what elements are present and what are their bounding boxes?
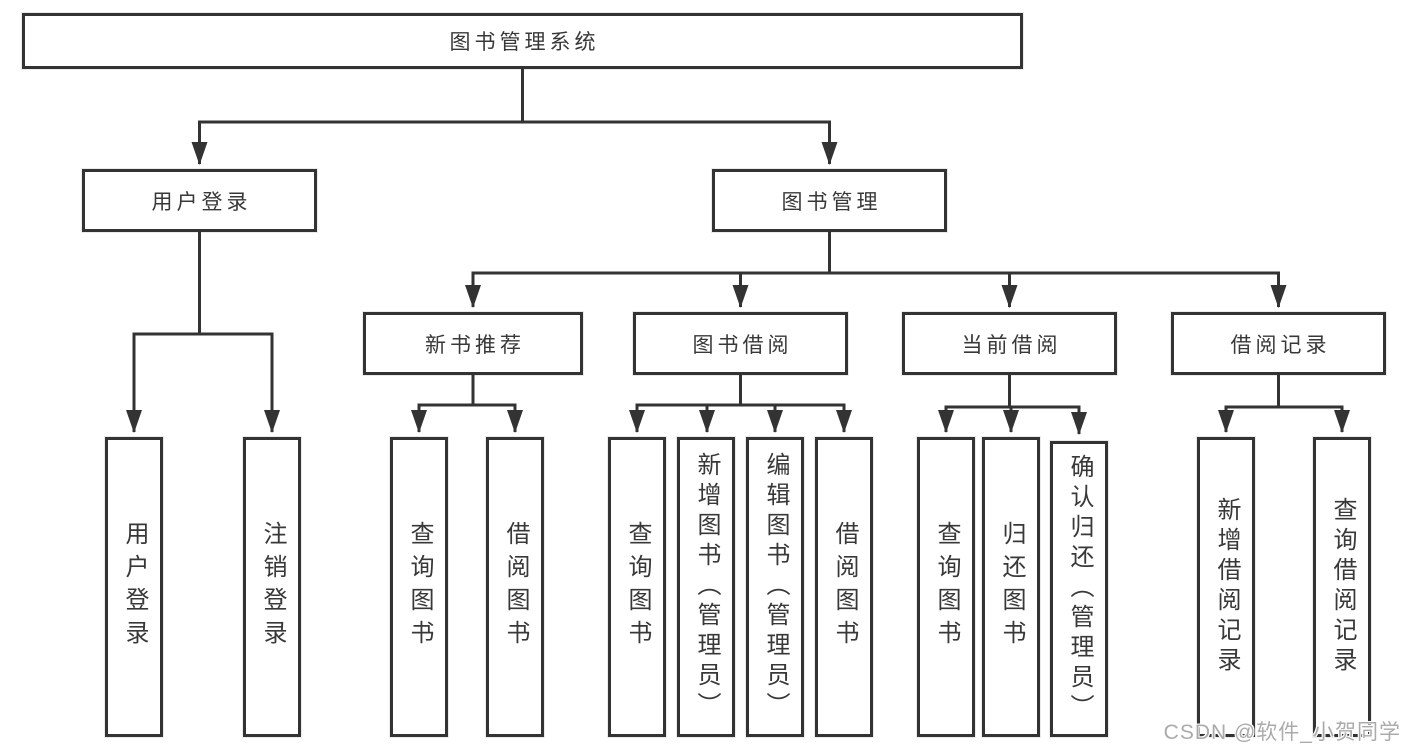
- leaf-query-books-borrowing: 查询图书: [608, 437, 666, 737]
- node-book-borrowing: 图书借阅: [633, 312, 848, 375]
- leaf-add-borrow-record: 新增借阅记录: [1197, 437, 1255, 737]
- leaf-logout: 注销登录: [243, 437, 301, 737]
- leaf-query-books-recommend: 查询图书: [390, 437, 448, 737]
- node-book-management: 图书管理: [712, 169, 947, 232]
- csdn-watermark: CSDN @软件_小贺同学: [1163, 721, 1401, 744]
- leaf-query-books-current: 查询图书: [917, 437, 975, 737]
- leaf-borrow-books-borrowing: 借阅图书: [815, 437, 873, 737]
- node-root-system: 图书管理系统: [22, 13, 1023, 69]
- leaf-add-books-admin: 新增图书（管理员）: [677, 437, 735, 737]
- node-new-book-recommendation: 新书推荐: [363, 312, 583, 375]
- leaf-return-books: 归还图书: [982, 437, 1040, 737]
- node-current-borrowing: 当前借阅: [902, 312, 1117, 375]
- leaf-edit-books-admin: 编辑图书（管理员）: [746, 437, 804, 737]
- leaf-confirm-return-admin: 确认归还（管理员）: [1050, 441, 1108, 737]
- node-user-login: 用户登录: [82, 169, 317, 232]
- leaf-user-login: 用户登录: [105, 437, 163, 737]
- leaf-borrow-books-recommend: 借阅图书: [486, 437, 544, 737]
- leaf-query-borrow-record: 查询借阅记录: [1313, 437, 1371, 737]
- node-borrowing-records: 借阅记录: [1171, 312, 1386, 375]
